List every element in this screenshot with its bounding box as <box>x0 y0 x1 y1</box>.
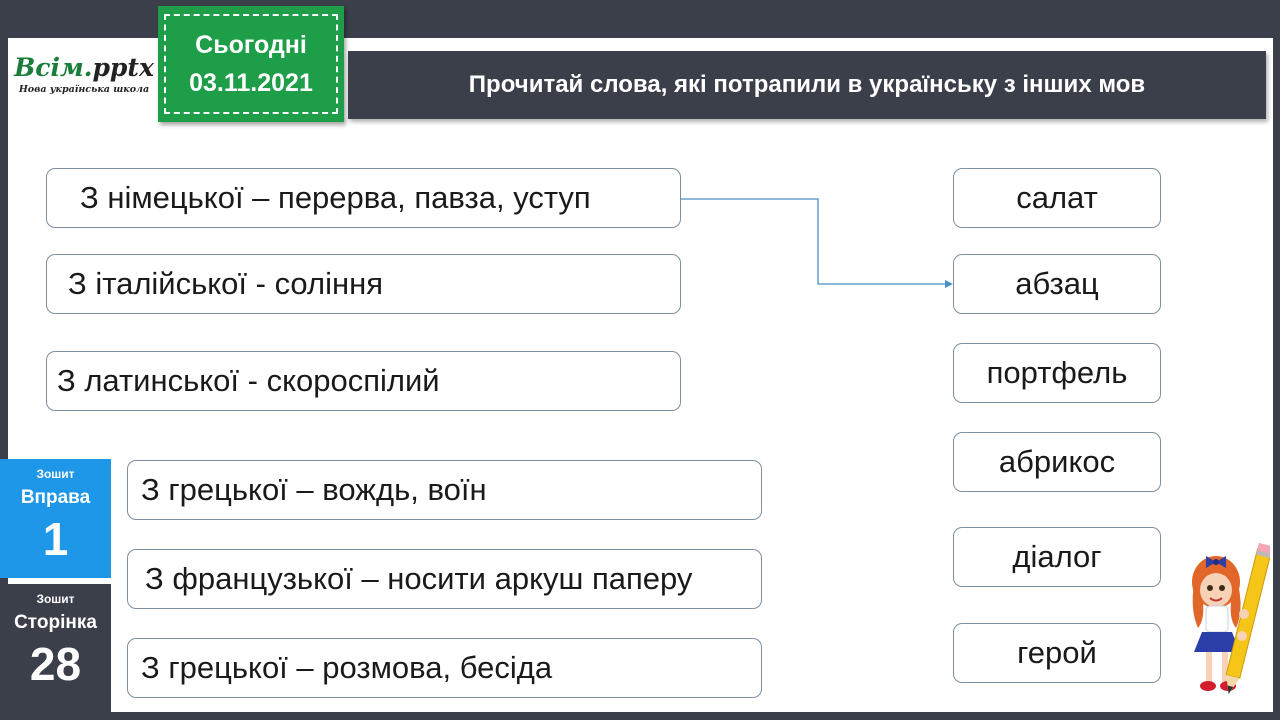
left-item-text: З італійської - соління <box>68 266 383 301</box>
left-item-3[interactable]: З латинської - скороспілий <box>46 351 681 411</box>
right-word-text: абрикос <box>998 444 1116 479</box>
left-item-text: З німецької – перерва, павза, уступ <box>80 180 591 215</box>
logo-main-text: Всім. <box>14 53 93 82</box>
left-item-4[interactable]: З грецької – вождь, воїн <box>127 460 762 520</box>
right-word-5[interactable]: діалог <box>953 527 1161 587</box>
left-item-text: З грецької – розмова, бесіда <box>141 650 553 685</box>
left-item-2[interactable]: З італійської - соління <box>46 254 681 314</box>
right-word-text: абзац <box>1015 266 1099 301</box>
left-item-1[interactable]: З німецької – перерва, павза, уступ <box>46 168 681 228</box>
left-item-5[interactable]: З французької – носити аркуш паперу <box>127 549 762 609</box>
exercise-number: 1 <box>42 513 69 565</box>
right-word-text: салат <box>1016 180 1098 215</box>
right-word-2[interactable]: абзац <box>953 254 1161 314</box>
slide-title-text: Прочитай слова, які потрапили в українсь… <box>468 71 1146 98</box>
exercise-small-label: Зошит <box>36 467 75 481</box>
date-label: Сьогодні <box>195 31 307 59</box>
connector-arrowhead <box>945 280 953 288</box>
girl-with-pencil-illustration <box>1192 542 1270 694</box>
page-number: 28 <box>29 638 82 690</box>
vsim-pptx-logo: Всім.pptx Нова українська школа <box>14 54 154 104</box>
date-value: 03.11.2021 <box>189 69 313 97</box>
page-label: Сторінка <box>14 612 97 633</box>
left-item-6[interactable]: З грецької – розмова, бесіда <box>127 638 762 698</box>
connector-line <box>681 198 946 285</box>
logo-subtitle: Нова українська школа <box>18 84 150 95</box>
right-word-6[interactable]: герой <box>953 623 1161 683</box>
right-word-1[interactable]: салат <box>953 168 1161 228</box>
right-word-3[interactable]: портфель <box>953 343 1161 403</box>
date-badge: Сьогодні 03.11.2021 <box>158 6 344 122</box>
right-word-text: портфель <box>986 355 1128 390</box>
left-item-text: З грецької – вождь, воїн <box>141 472 487 507</box>
left-item-text: З французької – носити аркуш паперу <box>145 561 693 596</box>
right-word-text: діалог <box>1012 539 1102 574</box>
slide-title: Прочитай слова, які потрапили в українсь… <box>348 51 1266 119</box>
page-panel: Зошит Сторінка 28 <box>0 584 111 712</box>
right-word-4[interactable]: абрикос <box>953 432 1161 492</box>
logo-suffix-text: pptx <box>92 53 154 82</box>
right-word-text: герой <box>1017 635 1097 670</box>
exercise-label: Вправа <box>20 487 91 508</box>
page-small-label: Зошит <box>36 592 75 606</box>
exercise-panel: Зошит Вправа 1 <box>0 459 111 578</box>
left-item-text: З латинської - скороспілий <box>57 363 440 398</box>
